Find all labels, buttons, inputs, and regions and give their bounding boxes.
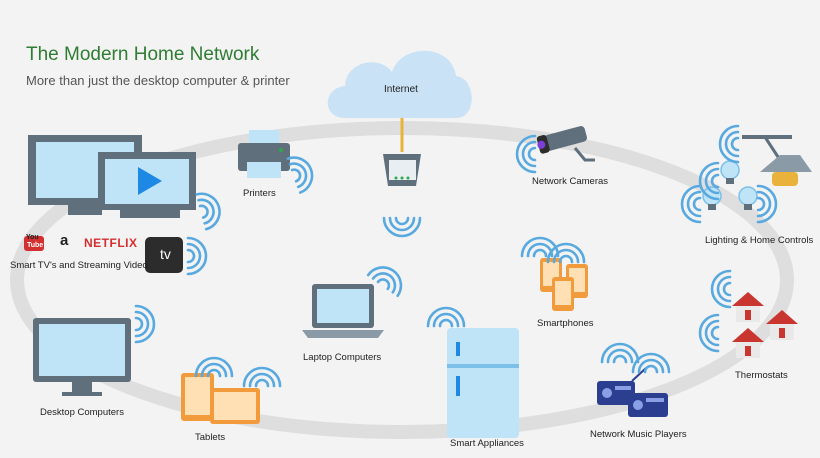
smartphone-icon — [540, 258, 588, 311]
lighting-icon — [702, 135, 812, 211]
laptop-icon — [302, 284, 384, 338]
network-cameras-label: Network Cameras — [532, 176, 609, 187]
amazon-logo: a — [60, 232, 69, 249]
youtube-bottom-text: Tube — [27, 242, 44, 249]
camera-icon — [536, 126, 587, 154]
youtube-icon — [24, 236, 44, 251]
smartphones-label: Smartphones — [537, 318, 594, 329]
page-subtitle: More than just the desktop computer & pr… — [26, 73, 290, 88]
laptop-label: Laptop Computers — [303, 352, 382, 363]
appletv-logo: tv — [160, 246, 171, 262]
page-title: The Modern Home Network — [26, 44, 260, 65]
printers-label: Printers — [243, 188, 276, 199]
internet-label: Internet — [384, 84, 418, 95]
fridge-icon — [447, 328, 519, 438]
youtube-top-text: You — [26, 234, 39, 241]
desktop-label: Desktop Computers — [40, 407, 124, 418]
smart-tv-label: Smart TV's and Streaming Video — [10, 260, 148, 271]
appliances-label: Smart Appliances — [450, 438, 524, 449]
lighting-label: Lighting & Home Controls — [705, 235, 814, 246]
tablets-label: Tablets — [195, 432, 226, 443]
tablet-icon — [181, 373, 260, 424]
thermostats-label: Thermostats — [735, 370, 788, 381]
internet-cloud — [327, 50, 472, 118]
music-label: Network Music Players — [590, 429, 687, 440]
appletv-icon — [145, 237, 183, 273]
radio-icon — [597, 367, 668, 417]
desktop-tv-icon — [28, 135, 196, 218]
printer-icon — [238, 130, 290, 178]
desktop-computer-icon — [33, 318, 131, 396]
router-icon — [383, 154, 421, 186]
netflix-logo: NETFLIX — [84, 236, 138, 250]
